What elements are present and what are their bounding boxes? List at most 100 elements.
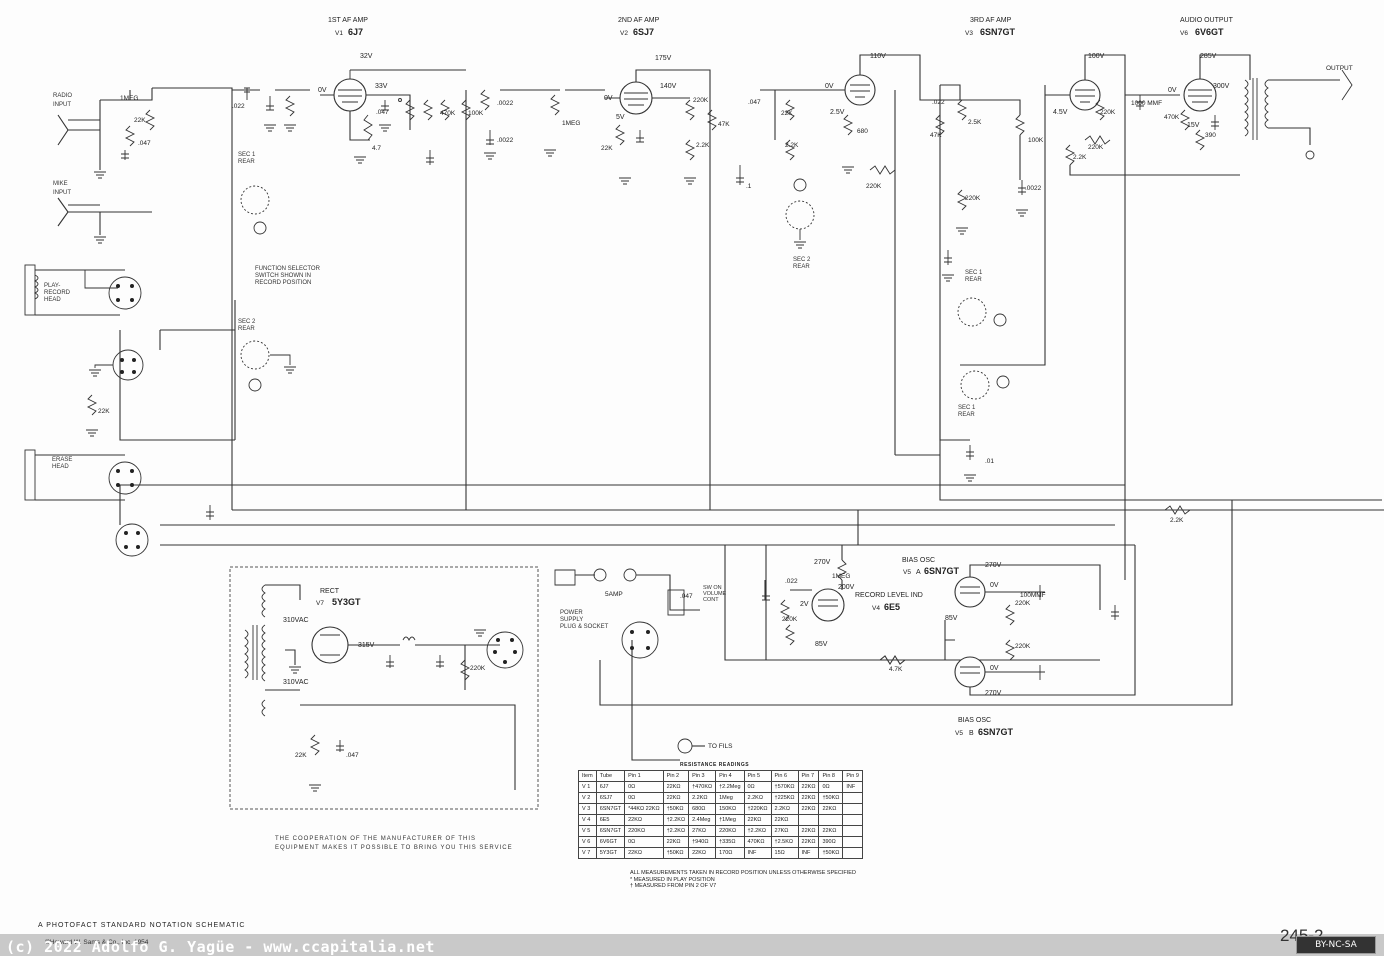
v4-id-label: V4 (872, 605, 880, 612)
table-header: Pin 3 (688, 770, 717, 782)
v6-screen-voltage: 300V (1213, 83, 1230, 90)
r25-value: 470K (1164, 114, 1180, 121)
table-cell: †2.2Meg (715, 781, 745, 793)
resistance-table-title: RESISTANCE READINGS (680, 762, 750, 768)
table-cell: 22KΩ (797, 803, 820, 815)
table-cell: 6E5 (595, 814, 626, 826)
v6-type-label: 6V6GT (1195, 27, 1224, 37)
table-cell: 6SN7GT (595, 803, 626, 815)
table-cell: V 5 (578, 825, 597, 837)
v2-grid-voltage: 0V (604, 95, 613, 102)
table-cell: 0Ω (624, 781, 664, 793)
to-fils-label: TO FILS (708, 743, 733, 750)
tube-v4 (762, 545, 848, 660)
c9-value: .0022 (497, 100, 514, 107)
tube-v3b (1045, 54, 1240, 176)
table-cell: 22KΩ (662, 781, 690, 793)
c8-value: .0022 (497, 137, 514, 144)
v2-cathode-voltage: 5V (616, 114, 625, 121)
v1-plate-voltage: 32V (360, 53, 373, 60)
r17-value: 2.2K (785, 142, 799, 149)
cc-license-badge[interactable]: BY-NC-SA (1296, 936, 1376, 954)
v1-screen-voltage: 33V (375, 83, 388, 90)
c11-value: .1 (746, 183, 752, 190)
output-transformer (1244, 69, 1353, 160)
r14-value: 2.2K (696, 142, 710, 149)
table-cell: †2.2KΩ (743, 825, 772, 837)
v3-plate-voltage: 110V (870, 53, 886, 60)
table-cell: †225KΩ (770, 792, 799, 804)
r28-value: 220K (1015, 600, 1031, 607)
table-cell (842, 847, 863, 859)
r1-value: 1MEG (562, 120, 580, 127)
r19-value: 47K (930, 132, 942, 139)
table-cell: 22KΩ (797, 792, 820, 804)
r20-value: 220K (965, 195, 981, 202)
table-cell: 1Meg (715, 792, 745, 804)
rect-dc-voltage: 315V (358, 642, 375, 649)
table-cell: 27KΩ (688, 825, 717, 837)
head-socket (88, 349, 149, 557)
r29-value: 220K (1015, 643, 1031, 650)
table-cell: 22KΩ (818, 825, 844, 837)
v5b-stage-label: BIAS OSC (958, 717, 991, 724)
tube-v5 (879, 564, 1119, 696)
v7-id-label: V7 (316, 600, 324, 607)
table-cell: INF (797, 847, 820, 859)
table-cell (797, 814, 820, 826)
r30-value: 4.7K (889, 666, 903, 673)
table-header: Item (578, 770, 597, 782)
table-cell: 390Ω (818, 836, 844, 848)
tube-v1 (320, 69, 466, 141)
cc-license-text: BY-NC-SA (1315, 940, 1357, 950)
table-header: Pin 5 (743, 770, 772, 782)
table-cell: 2.4Meg (688, 814, 717, 826)
v4-voltage-a: 270V (814, 559, 831, 566)
publisher-credit: ©Howard W. Sams & Co., Inc. 1954 (45, 939, 149, 946)
r4-value: 1MEG (120, 95, 138, 102)
r35-value: 22K (295, 752, 307, 759)
table-cell: 0Ω (743, 781, 772, 793)
v1-type-label: 6J7 (348, 27, 363, 37)
table-header: Pin 4 (715, 770, 745, 782)
footer-bar (0, 934, 1384, 956)
table-cell: V 7 (578, 847, 597, 859)
r10-value: 470K (440, 110, 456, 117)
table-header-row: Item Tube Pin 1 Pin 2 Pin 3 Pin 4 Pin 5 … (578, 770, 863, 782)
output-label: OUTPUT (1326, 65, 1353, 72)
erase-head (24, 449, 142, 501)
r24-value: 220K (1100, 109, 1116, 116)
c5-value: .022 (232, 103, 245, 110)
v5-voltage-b: 0V (990, 582, 999, 589)
table-cell: 470KΩ (743, 836, 772, 848)
v5a-stage-label: BIAS OSC (902, 557, 935, 564)
table-cell (842, 814, 863, 826)
table-cell: †220KΩ (743, 803, 772, 815)
tube-v3 (760, 54, 1029, 282)
table-cell: INF (842, 781, 863, 793)
v6-stage-label: AUDIO OUTPUT (1180, 17, 1234, 24)
c16-value: 100MMF (1020, 592, 1046, 599)
table-cell: †940Ω (688, 836, 717, 848)
mike-input-label: MIKE INPUT (53, 181, 71, 196)
table-cell: 2.2KΩ (743, 792, 772, 804)
table-cell: †2.2KΩ (662, 825, 690, 837)
v3-type-label: 6SN7GT (980, 27, 1016, 37)
v2-id-label: V2 (620, 30, 628, 37)
table-cell: 2.2KΩ (770, 803, 799, 815)
table-header: Pin 7 (797, 770, 820, 782)
table-cell: INF (743, 847, 772, 859)
resistance-note: † MEASURED FROM PIN 2 OF V7 (630, 883, 717, 889)
v3b-cathode-voltage: 4.5V (1053, 109, 1068, 116)
sec2-rear-label: SEC 2 REAR (238, 319, 256, 332)
table-header: Pin 2 (662, 770, 690, 782)
v5a-unit-label: A (916, 569, 921, 576)
table-cell: V 2 (578, 792, 597, 804)
main-wiring (119, 80, 1384, 761)
play-record-head (24, 264, 142, 316)
